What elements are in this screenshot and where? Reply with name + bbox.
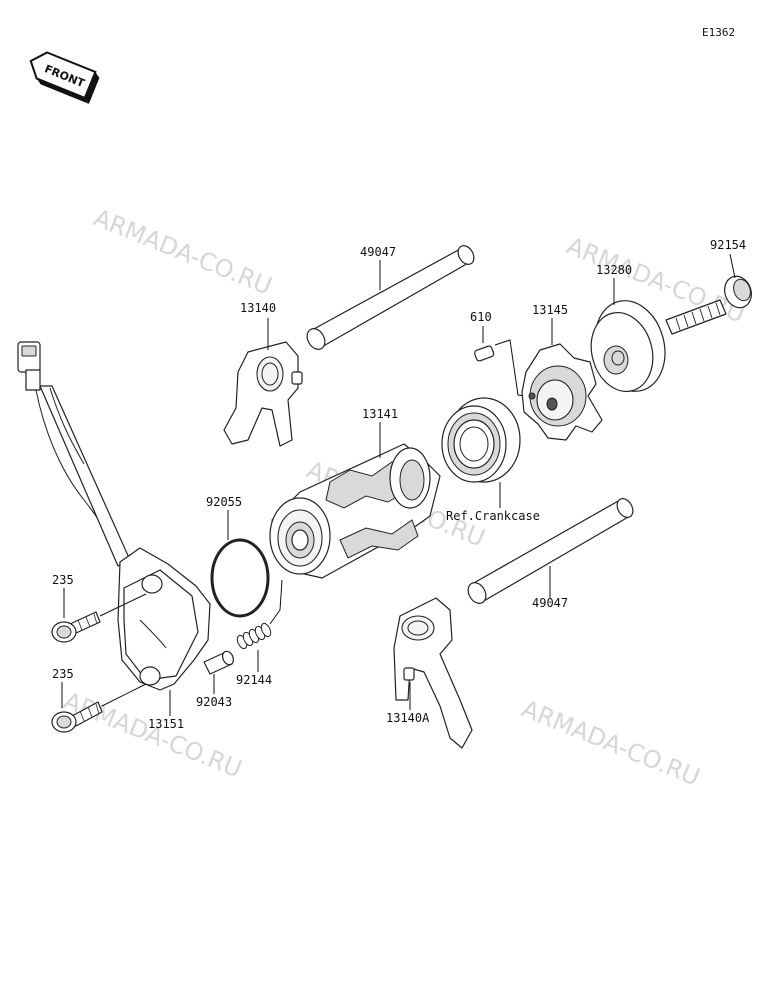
bolt-235-lower [51, 682, 147, 733]
label-bolt-top: 92154 [710, 238, 746, 252]
label-spring: 92144 [236, 673, 272, 687]
label-shift-fork-upper: 13140 [240, 301, 276, 315]
label-shift-rod-upper: 49047 [360, 245, 396, 259]
diagram-code: E1362 [702, 26, 735, 39]
watermark-1: ARMADA-CO.RU [90, 204, 276, 301]
shift-rod-upper [306, 245, 475, 350]
label-drum-cam: 13145 [532, 303, 568, 317]
watermark-4: ARMADA-CO.RU [518, 695, 704, 792]
shift-rod-lower [467, 498, 634, 604]
shift-fork-lower [393, 597, 473, 749]
spring-92144 [236, 579, 283, 672]
o-ring [210, 510, 270, 618]
bolt-92154 [665, 253, 752, 335]
bolt-235-upper [51, 588, 147, 643]
label-bolt-upper: 235 [52, 573, 74, 587]
pin-92043 [203, 650, 235, 694]
shift-drum [269, 422, 441, 579]
label-o-ring: 92055 [206, 495, 242, 509]
sensor-holder [17, 341, 211, 716]
label-pin-small: 92043 [196, 695, 232, 709]
label-bolt-lower: 235 [52, 667, 74, 681]
label-shift-rod-lower: 49047 [532, 596, 568, 610]
label-plate: 13280 [596, 263, 632, 277]
plate-13280 [590, 278, 666, 393]
drum-cam [521, 318, 603, 441]
shift-fork-upper [223, 318, 303, 447]
label-pin: 610 [470, 310, 492, 324]
label-shift-drum: 13141 [362, 407, 398, 421]
label-sensor-holder: 13151 [148, 717, 184, 731]
pin-610 [474, 326, 527, 397]
label-bearing-ref: Ref.Crankcase [446, 509, 540, 523]
label-shift-fork-lower: 13140A [386, 711, 430, 725]
front-arrow-icon: FRONT [29, 51, 100, 104]
bearing-ref-crankcase [441, 397, 521, 508]
